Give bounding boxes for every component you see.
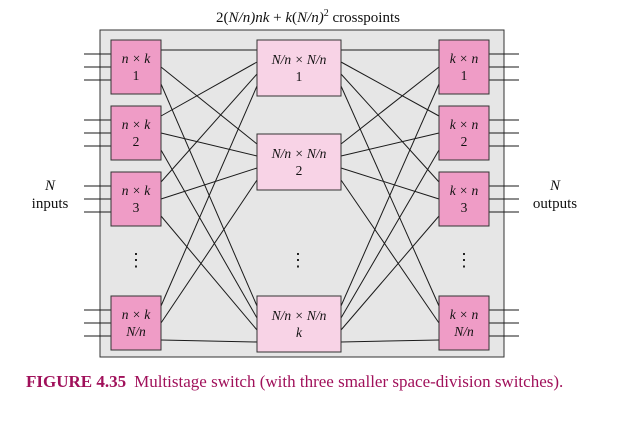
figure-caption-text: Multistage switch (with three smaller sp… [134,372,564,391]
first-stage-switch-1-index-label: 1 [133,68,140,83]
stage1-to-middle-link [160,73,258,183]
middle-stage-switch-2-size-label: N/n × N/n [271,146,327,161]
middle-to-stage3-link [340,73,440,183]
crosspoints-title: 2(N/n)nk + k(N/n)2 crosspoints [216,8,400,26]
middle-stage-switch-1-size-label: N/n × N/n [271,52,327,67]
middle-stage-switch-2: N/n × N/n 2 [256,133,342,191]
last-stage-switch-3-index-label: 3 [461,200,468,215]
middle-to-stage3-link [340,339,440,343]
last-stage-switch-2-index-label: 2 [461,134,468,149]
inputs-label-n: N [44,178,56,194]
first-stage-switch-4-size-label: n × k [122,307,152,322]
outputs-label: outputs [533,196,577,212]
middle-stage-switch-1: N/n × N/n 1 [256,39,342,97]
stage1-to-middle-link [160,132,258,157]
last-stage-switch-2: k × n 2 [438,105,490,161]
first-stage-switch-2-index-label: 2 [133,134,140,149]
last-stage-switch-4-size-label: k × n [450,307,479,322]
stage1-to-middle-link [160,167,258,200]
last-stage-switch-2-box [438,105,490,161]
middle-stage-switch-3-size-label: N/n × N/n [271,308,327,323]
middle-to-stage3-link [340,85,440,307]
last-stage-switch-2-size-label: k × n [450,117,479,132]
first-stage-switch-2: n × k 2 [110,105,162,161]
middle-to-stage3-link [340,149,440,319]
middle-to-stage3-link [340,66,440,145]
middle-to-stage3-link [340,167,440,200]
middle-to-stage3-link [340,215,440,331]
stage1-to-middle-link [160,61,258,117]
middle-stage-ellipsis: ⋮ [289,250,307,270]
last-stage-switch-3-size-label: k × n [450,183,479,198]
middle-stage-switch-2-index-label: 2 [296,163,303,178]
stage1-to-middle-link [160,149,258,319]
first-stage-switch-4-index-label: N/n [125,324,146,339]
first-stage-switch-3-size-label: n × k [122,183,152,198]
last-stage-ellipsis: ⋮ [455,250,473,270]
first-stage-switch-1-size-label: n × k [122,51,152,66]
last-stage-switch-1: k × n 1 [438,39,490,95]
last-stage-switch-1-index-label: 1 [461,68,468,83]
outputs-label-n: N [549,178,561,194]
stage1-to-middle-link [160,66,258,145]
last-stage-switch-4-box [438,295,490,351]
middle-to-stage3-link [340,61,440,117]
first-stage-switch-3: n × k 3 [110,171,162,227]
last-stage-switch-3-box [438,171,490,227]
middle-stage-switch-3-index-label: k [296,325,303,340]
figure-caption: FIGURE 4.35 Multistage switch (with three… [26,372,586,392]
first-stage-switch-3-box [110,171,162,227]
first-stage-switch-4-box [110,295,162,351]
last-stage-switch-1-size-label: k × n [450,51,479,66]
first-stage-ellipsis: ⋮ [127,250,145,270]
first-stage-switch-2-size-label: n × k [122,117,152,132]
stage1-to-middle-link [160,215,258,331]
middle-stage-switch-1-index-label: 1 [296,69,303,84]
multistage-switch-diagram: 2(N/n)nk + k(N/n)2 crosspoints n × k1n ×… [32,8,577,358]
middle-stage-switch-1-box [256,39,342,97]
stage1-to-middle-link [160,85,258,307]
first-stage-switch-1: n × k 1 [110,39,162,95]
first-stage-switch-1-box [110,39,162,95]
stage1-to-middle-link [160,339,258,343]
figure-label: FIGURE 4.35 [26,372,127,391]
first-stage-switch-4: n × k N/n [110,295,162,351]
middle-stage-switch-3-box [256,295,342,353]
middle-stage-switch-2-box [256,133,342,191]
last-stage-switch-3: k × n 3 [438,171,490,227]
last-stage-switch-1-box [438,39,490,95]
first-stage-switch-2-box [110,105,162,161]
middle-to-stage3-link [340,132,440,157]
middle-to-stage3-link [340,179,440,324]
last-stage-switch-4: k × n N/n [438,295,490,351]
stage1-to-middle-link [160,179,258,324]
middle-stage-switch-3: N/n × N/n k [256,295,342,353]
last-stage-switch-4-index-label: N/n [453,324,474,339]
first-stage-switch-3-index-label: 3 [133,200,140,215]
inputs-label: inputs [32,196,69,212]
